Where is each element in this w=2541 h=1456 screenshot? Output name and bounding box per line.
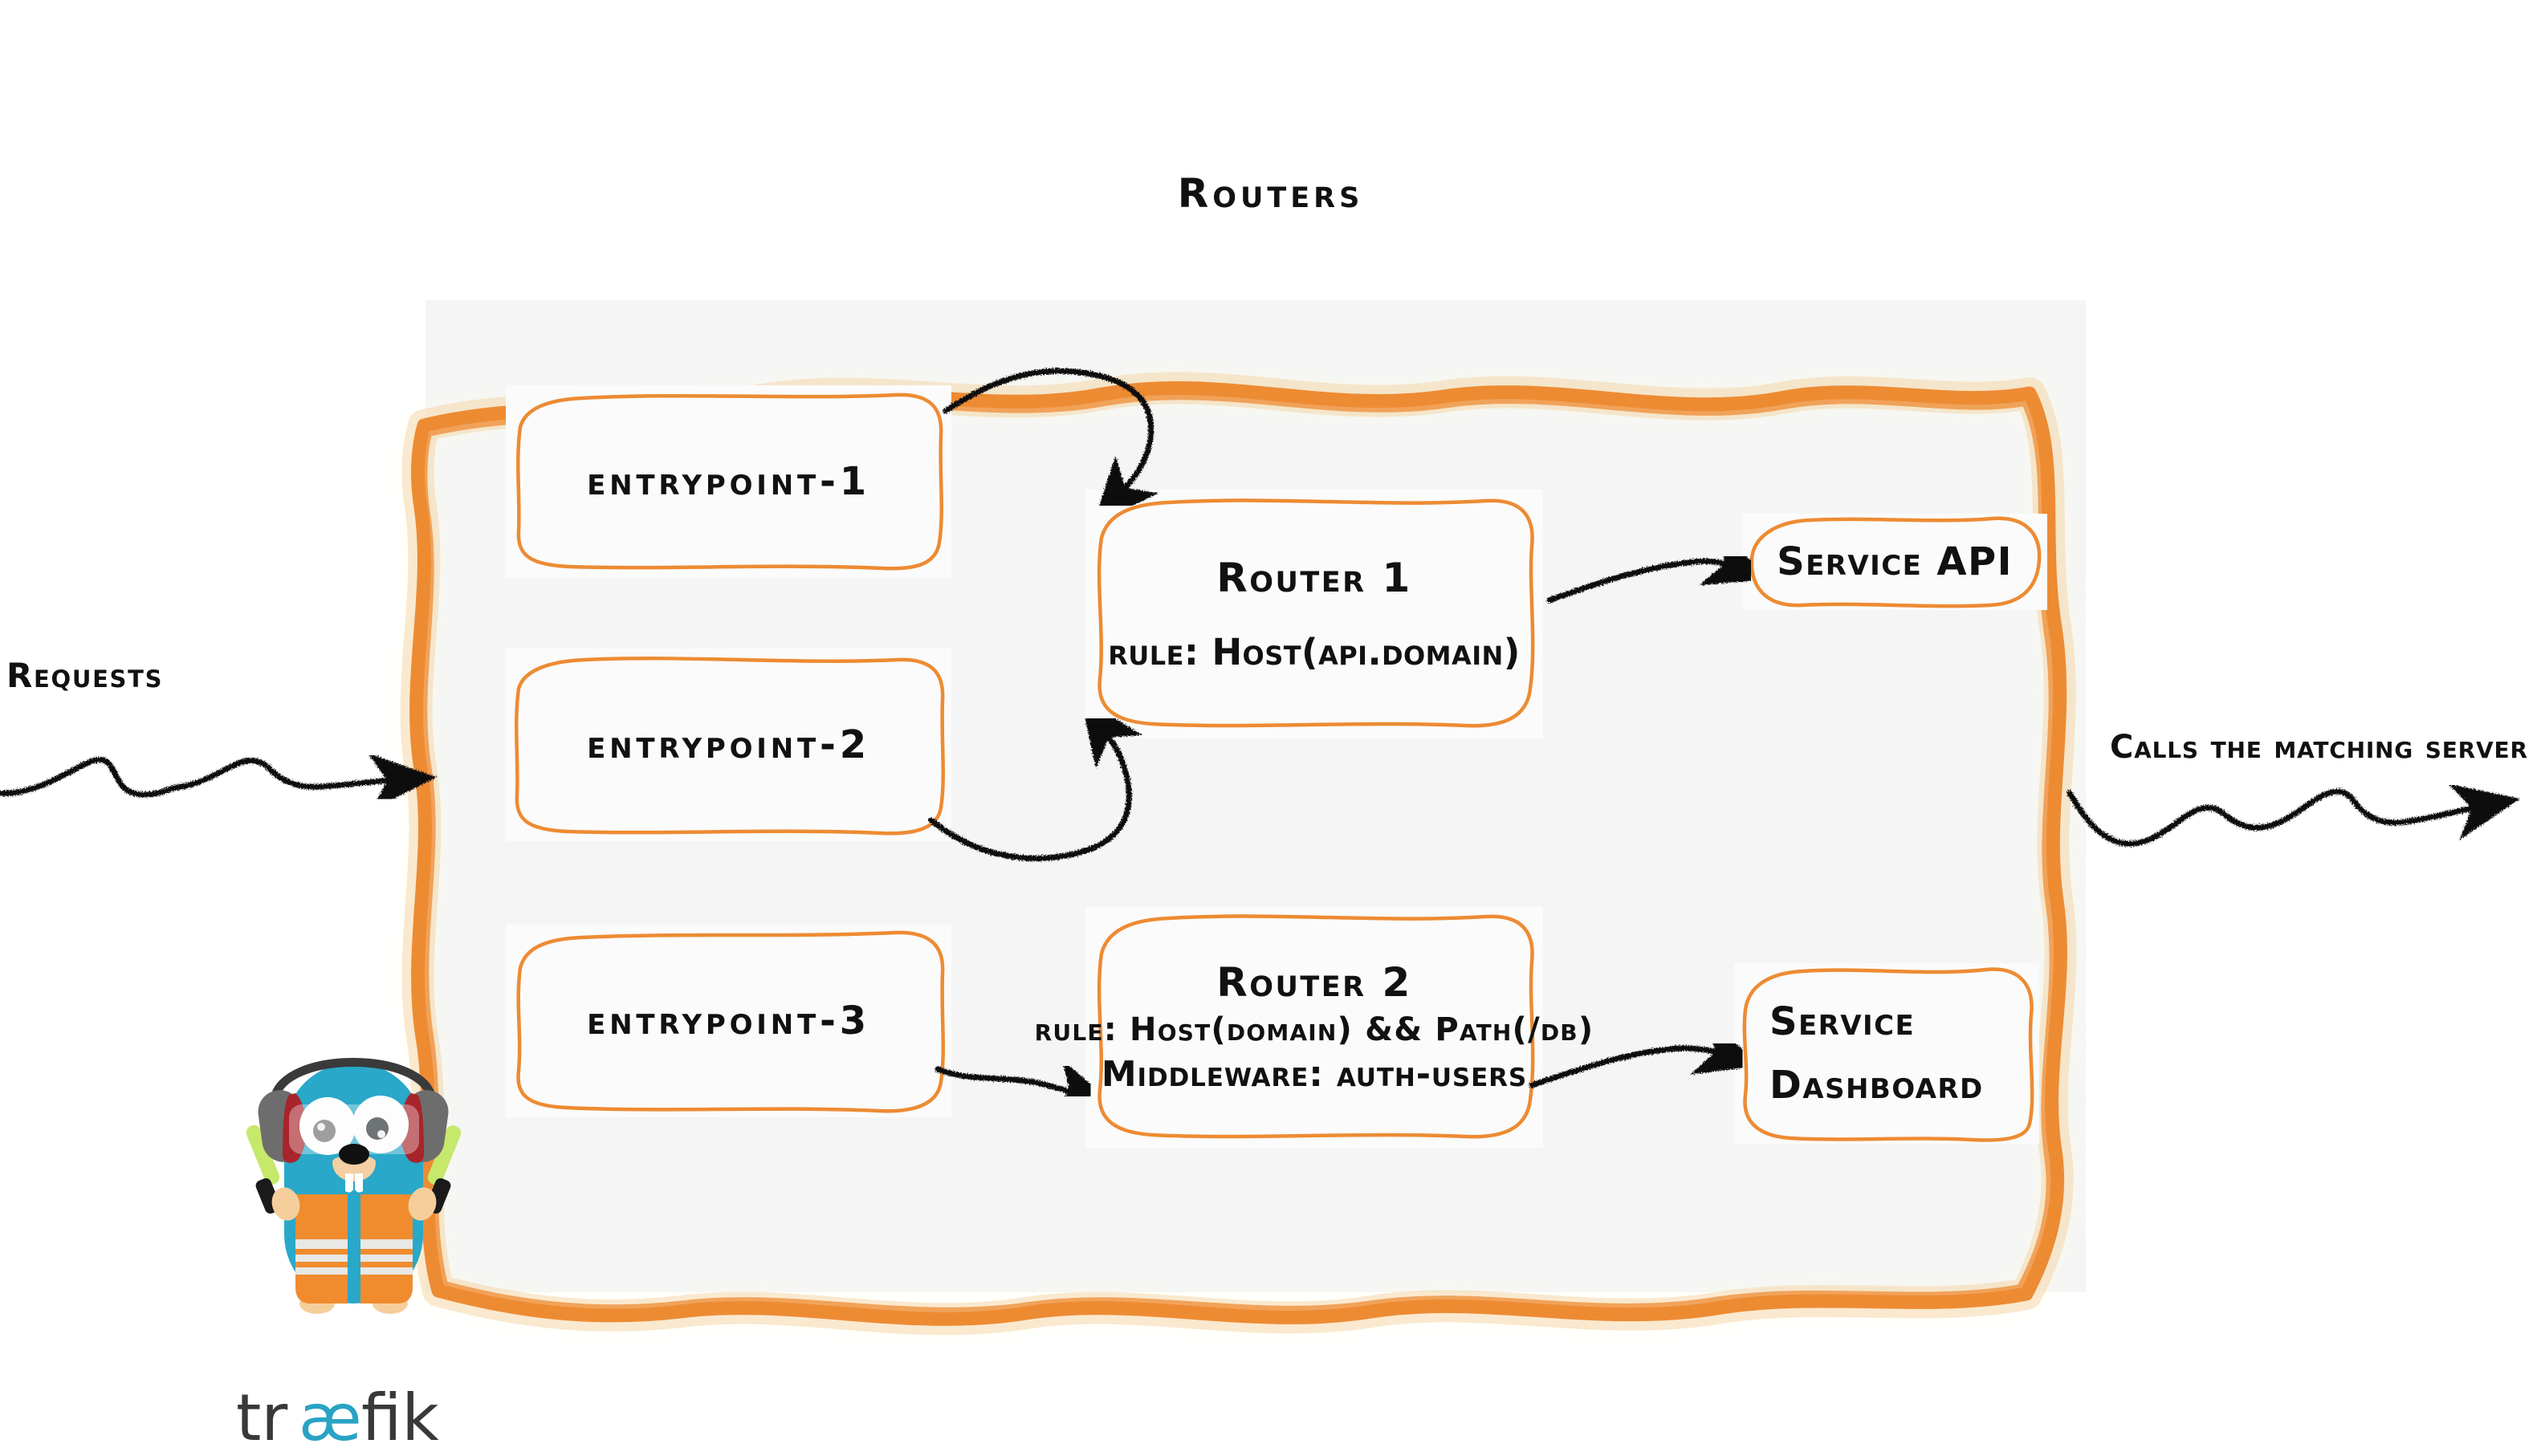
entrypoint-2-label: entrypoint-2	[587, 722, 870, 767]
entrypoint-1-label: entrypoint-1	[587, 458, 870, 504]
requests-label: Requests	[6, 656, 164, 695]
calls-matching-server-label: Calls the matching server	[2110, 729, 2528, 766]
router-1-title: Router 1	[1216, 555, 1412, 602]
service-dashboard-content: Service Dashboard	[1734, 963, 2039, 1144]
service-box-dashboard[interactable]: Service Dashboard	[1734, 963, 2039, 1144]
service-api-border	[1742, 514, 2047, 610]
gopher-paws	[271, 1187, 437, 1221]
service-dashboard-line-2: Dashboard	[1769, 1062, 1984, 1108]
gopher-nose	[339, 1144, 369, 1165]
router-2-border	[1085, 907, 1543, 1148]
page-title: Routers	[1177, 170, 1364, 217]
router-2-middleware: Middleware: auth-users	[1101, 1054, 1528, 1096]
entrypoint-1-border	[506, 385, 951, 578]
router-box-1[interactable]: Router 1 rule: Host(api.domain)	[1085, 490, 1543, 738]
router-2-title: Router 2	[1216, 958, 1412, 1006]
router-2-content: Router 2 rule: Host(domain) && Path(/db)…	[1035, 907, 1593, 1148]
router-box-2[interactable]: Router 2 rule: Host(domain) && Path(/db)…	[1035, 907, 1593, 1148]
headphone-band-icon	[270, 1058, 437, 1104]
router-1-content: Router 1 rule: Host(api.domain)	[1085, 490, 1543, 738]
requests-arrow	[0, 753, 437, 811]
entrypoint-box-1[interactable]: entrypoint-1	[506, 385, 951, 578]
entrypoint-3-label: entrypoint-3	[587, 998, 870, 1043]
gopher-eyes	[299, 1096, 409, 1155]
calls-matching-server-arrow	[2067, 783, 2520, 847]
traefik-logo: tr æ fik	[233, 1021, 474, 1455]
router-1-rule: rule: Host(api.domain)	[1108, 630, 1521, 673]
safety-vest	[295, 1194, 413, 1303]
service-dashboard-line-1: Service	[1769, 999, 1916, 1045]
service-box-api[interactable]: Service API	[1742, 514, 2047, 610]
gopher-snout	[332, 1144, 376, 1193]
traefik-gopher-mascot	[246, 1058, 462, 1314]
headphone-left-cup-icon	[258, 1090, 307, 1163]
headphone-right-cup-icon	[400, 1090, 449, 1163]
wordmark-ligature: æ	[299, 1381, 362, 1455]
traefik-wordmark: tr æ fik	[236, 1381, 439, 1455]
service-dashboard-border	[1734, 963, 2039, 1144]
entrypoint-box-3[interactable]: entrypoint-3	[506, 925, 951, 1117]
router-2-rule: rule: Host(domain) && Path(/db)	[1034, 1011, 1594, 1049]
wordmark-left: tr	[236, 1381, 287, 1455]
entrypoint-box-2[interactable]: entrypoint-2	[506, 649, 951, 841]
service-api-label: Service API	[1777, 539, 2013, 584]
wordmark-right: fik	[361, 1381, 439, 1455]
